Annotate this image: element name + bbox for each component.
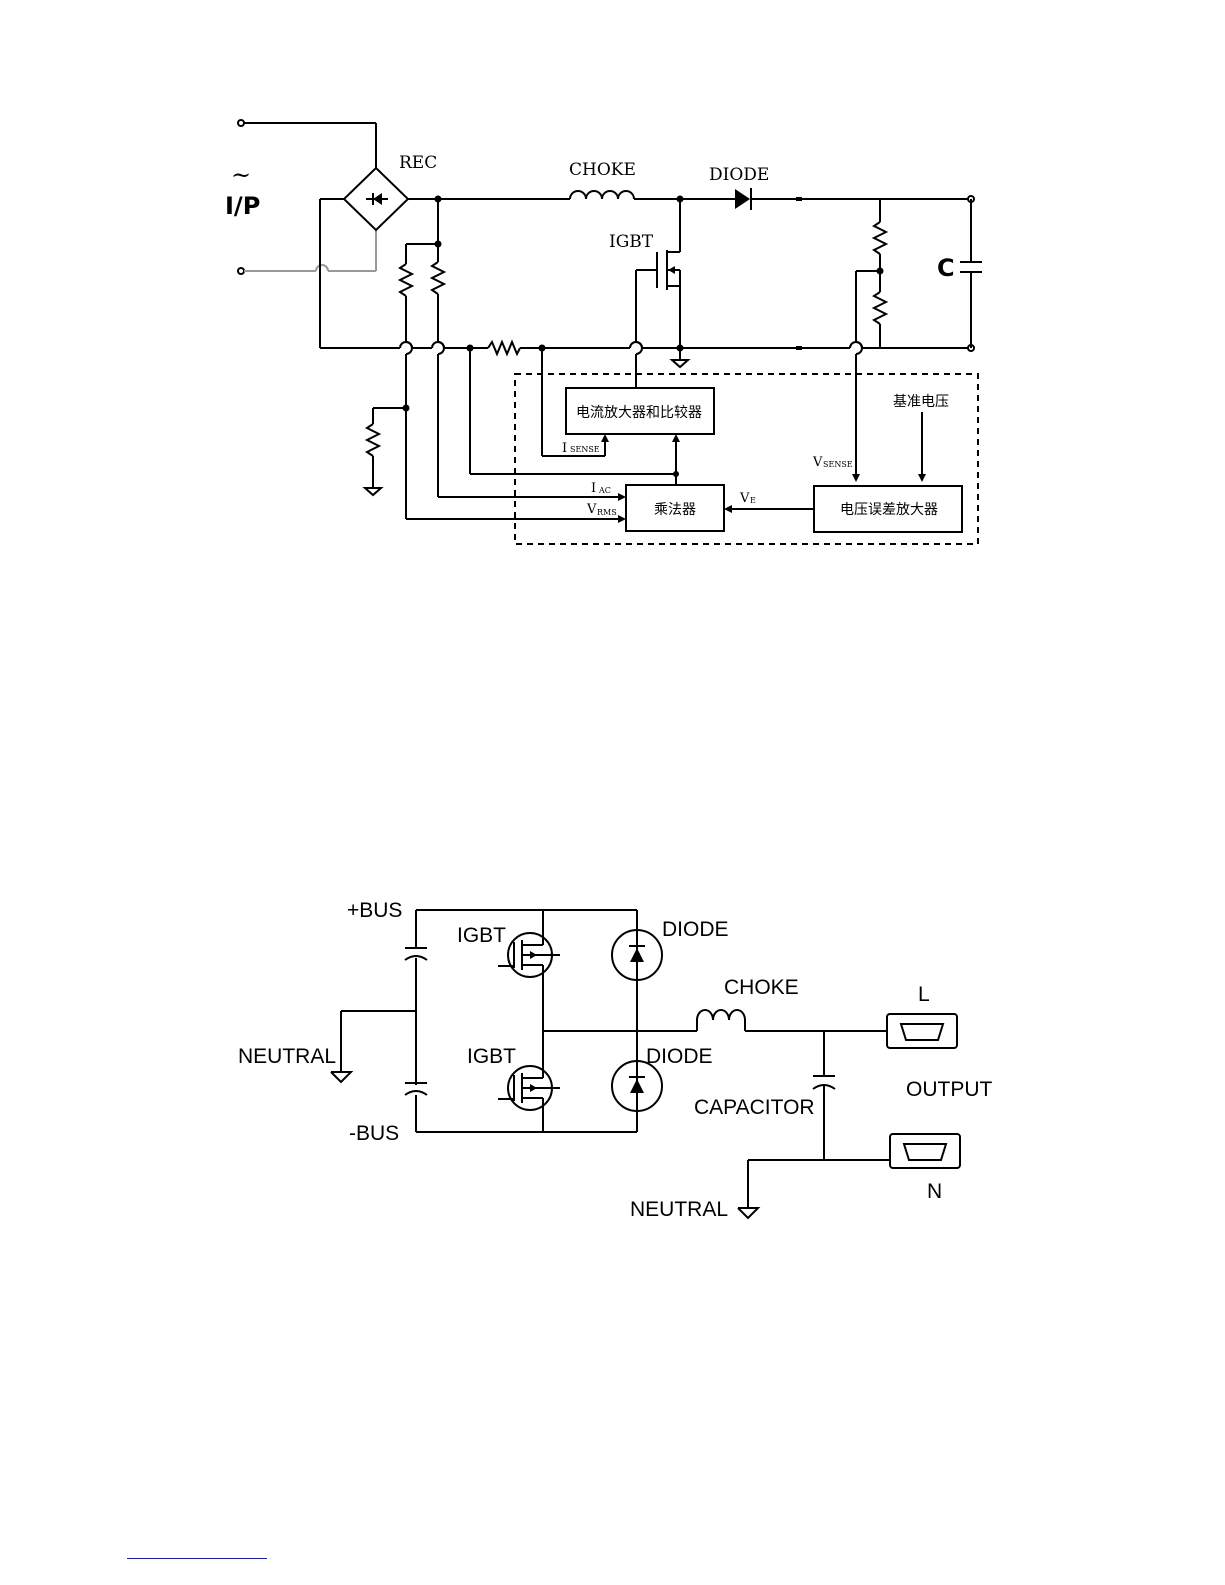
diode-top [612,930,662,980]
output-label: OUTPUT [906,1078,993,1101]
plus-bus-label: +BUS [347,899,402,922]
n-terminal-label: N [927,1180,942,1203]
output-connector-n [890,1134,960,1168]
capacitor-label: CAPACITOR [694,1096,815,1119]
diode-bottom-label: DIODE [646,1045,713,1068]
output-choke [697,1010,745,1031]
ground-icon [738,1208,758,1218]
l-terminal-label: L [918,983,930,1006]
diode-bottom [612,1061,662,1111]
igbt-bottom-label: IGBT [467,1045,516,1068]
igbt-top [498,933,560,977]
footnote-separator [127,1558,267,1559]
neutral-left-label: NEUTRAL [238,1045,336,1068]
minus-bus-label: -BUS [349,1122,399,1145]
igbt-top-label: IGBT [457,924,506,947]
choke-label: CHOKE [724,976,799,999]
ground-icon [331,1072,351,1082]
output-connector-l [887,1014,957,1048]
neutral-bottom-label: NEUTRAL [630,1198,728,1221]
igbt-bottom [498,1066,560,1110]
diode-top-label: DIODE [662,918,729,941]
